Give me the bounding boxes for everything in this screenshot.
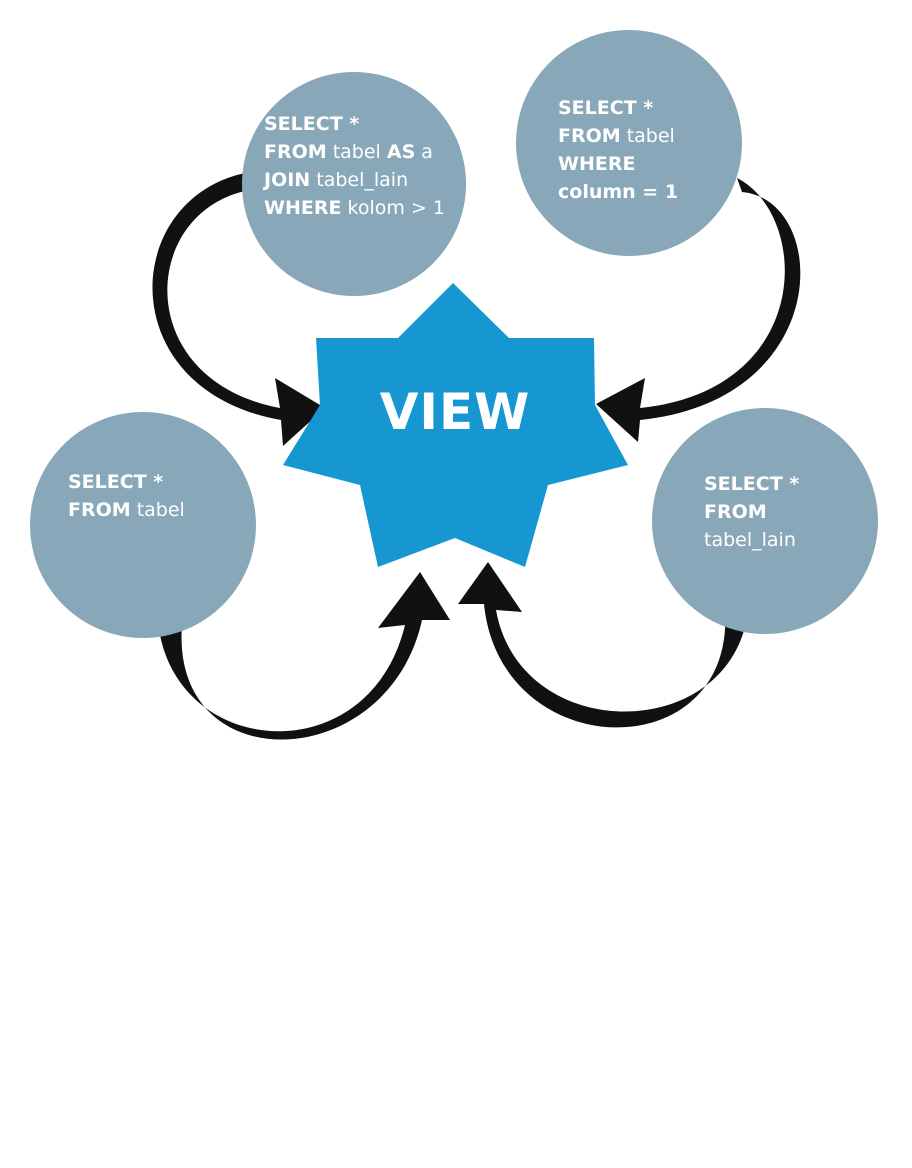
query-line: SELECT * [704,473,800,495]
query-circle-top-left [242,72,466,296]
query-line: WHERE [558,153,636,175]
query-line: SELECT * [68,471,164,493]
query-line: WHERE kolom > 1 [264,197,445,219]
query-text-top-left: SELECT * FROM tabel AS a JOIN tabel_lain… [264,110,445,222]
query-line: FROM tabel [558,125,675,147]
arrow-top-right-to-view [596,178,801,442]
query-circle-left [30,412,256,638]
query-circle-top-right [516,30,742,256]
query-text-top-right: SELECT * FROM tabel WHERE column = 1 [558,94,678,206]
query-line: FROM tabel AS a [264,141,433,163]
query-line: JOIN tabel_lain [264,169,409,191]
query-line: column = 1 [558,181,679,203]
query-line: SELECT * [264,113,360,135]
query-circle-right [652,408,878,634]
query-text-left: SELECT * FROM tabel [68,468,185,524]
view-star-shape [283,283,628,567]
view-label: VIEW [379,383,531,441]
arrow-left-to-view [160,572,450,740]
query-line: FROM [704,501,767,523]
arrow-top-left-to-view [152,172,325,446]
query-line: tabel_lain [704,529,796,551]
arrow-right-to-view [458,562,748,728]
query-line: SELECT * [558,97,654,119]
query-line: FROM tabel [68,499,185,521]
query-text-right: SELECT * FROM tabel_lain [704,470,799,554]
